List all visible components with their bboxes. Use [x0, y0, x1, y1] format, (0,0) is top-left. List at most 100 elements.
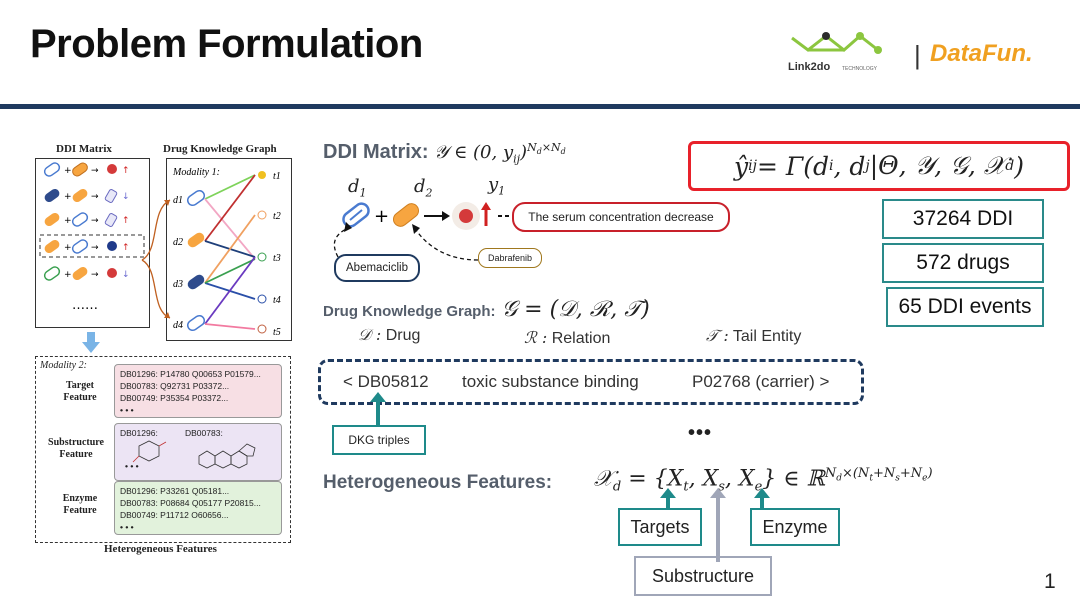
svg-text:+: +	[64, 270, 72, 280]
dkg-triple-box	[318, 359, 864, 405]
ddi-matrix-drawing: + → ↑ + → ↓ + → ↑	[39, 162, 145, 313]
enzyme-feature-box: DB01296: P33261 Q05181... DB00783: P0868…	[114, 481, 282, 535]
stat-ddi-count: 37264 DDI	[882, 199, 1044, 239]
plus-sign: +	[374, 206, 389, 227]
substructure-box: Substructure	[634, 556, 772, 596]
kg-ellipsis: •••	[688, 422, 713, 444]
substructure-dots: • • •	[125, 461, 139, 471]
hetero-pointer-arrows	[660, 488, 770, 562]
target-feature-box: DB01296: P14780 Q00653 P01579... DB00783…	[114, 364, 282, 418]
label-d1: d1	[348, 176, 367, 200]
drug-b-label: Dabrafenib	[487, 253, 533, 263]
logo-separator: |	[914, 40, 921, 70]
targets-box: Targets	[618, 508, 702, 546]
page-number: 1	[1044, 570, 1056, 593]
stat-event-count: 65 DDI events	[886, 287, 1044, 327]
kg-heading: Drug Knowledge Graph: 𝒢 = (𝒟, ℛ, 𝒯)	[323, 297, 650, 322]
kg-d2: d2	[173, 237, 183, 248]
ddi-example-drawing: +	[342, 202, 514, 230]
header-divider	[0, 104, 1080, 109]
target-dots: • • •	[120, 405, 134, 415]
link2do-logo: Link2do TECHNOLOGY	[788, 32, 882, 73]
kg-label: Drug Knowledge Graph:	[323, 303, 496, 320]
drug-pointer-arrows	[333, 222, 479, 261]
triple-relation: toxic substance binding	[462, 372, 639, 391]
drug-a-label: Abemaciclib	[346, 262, 408, 274]
svg-text:+: +	[64, 216, 72, 226]
svg-text:↑: ↑	[122, 166, 130, 176]
kg-formula: 𝒢 = (𝒟, ℛ, 𝒯)	[501, 297, 650, 322]
svg-text:→: →	[91, 243, 99, 253]
kg-d3: d3	[173, 279, 183, 290]
ddi-matrix-label: DDI Matrix:	[323, 141, 429, 163]
svg-text:↑: ↑	[122, 216, 130, 226]
kg-t3: t3	[273, 253, 281, 264]
datafun-logo: DataFun.	[930, 40, 1033, 67]
stat-drug-count: 572 drugs	[882, 243, 1044, 283]
svg-text:t1: t1	[273, 171, 281, 182]
enzyme-box: Enzyme	[750, 508, 840, 546]
ddi-matrix-panel: + → ↑ + → ↓ + → ↑	[35, 158, 150, 328]
target-row-2: DB00783: Q92731 P03372...	[120, 381, 230, 391]
molecule-1-icon	[132, 440, 167, 463]
hetero-formula: 𝒳d = {Xt, Xs, Xe} ∈ ℝNd×(Nt+Ns+Ne)	[594, 466, 933, 495]
svg-text:d1: d1	[173, 195, 183, 206]
svg-text:→: →	[91, 270, 99, 280]
kg-d4: d4	[173, 320, 183, 331]
svg-text:→: →	[91, 216, 99, 226]
enzyme-row-2: DB00783: P08684 Q05177 P20815...	[120, 498, 261, 508]
svg-text:d3: d3	[173, 279, 183, 290]
modality1-label: Modality 1:	[172, 167, 220, 178]
enzyme-row-1: DB01296: P33261 Q05181...	[120, 486, 230, 496]
svg-text:d2: d2	[173, 237, 183, 248]
svg-text:d4: d4	[173, 320, 183, 331]
link2do-name: Link2do	[788, 61, 830, 73]
substructure-feature-label: Substructure Feature	[48, 437, 104, 460]
kg-d1: d1	[173, 195, 183, 206]
slide-title: Problem Formulation	[30, 22, 423, 66]
down-arrow-icon	[82, 332, 100, 353]
target-feature-label: Target Feature	[63, 380, 97, 403]
kg-t1: t1	[273, 171, 281, 182]
hetero-features-title: Heterogeneous Features	[104, 543, 217, 555]
hetero-label: Heterogeneous Features:	[323, 472, 553, 493]
ddi-matrix-ellipsis: ……	[72, 298, 98, 313]
ddi-result-text: The serum concentration decrease	[528, 210, 714, 224]
ddi-matrix-formula: 𝒴 ∈ (0, yij)Nd×Nd	[434, 141, 566, 166]
kg-t2: t2	[273, 211, 281, 222]
target-row-3: DB00749: P35354 P03372...	[120, 393, 229, 403]
dkg-up-arrow-icon	[370, 392, 386, 426]
svg-text:→: →	[91, 166, 99, 176]
svg-text:+: +	[64, 192, 72, 202]
left-figure-arrows	[141, 199, 171, 319]
svg-text:↓: ↓	[122, 270, 130, 280]
svg-text:t3: t3	[273, 253, 281, 264]
modality2-label: Modality 2:	[40, 360, 87, 371]
dkg-triples-label-box: DKG triples	[332, 425, 426, 455]
enzyme-feature-label: Enzyme Feature	[62, 493, 98, 516]
svg-text:→: →	[91, 192, 99, 202]
svg-text:t5: t5	[273, 327, 281, 338]
ddi-matrix-heading: DDI Matrix: 𝒴 ∈ (0, yij)Nd×Nd	[323, 141, 566, 166]
label-y1: y1	[488, 174, 506, 198]
substructure-left-id: DB01296:	[120, 428, 158, 438]
svg-text:+: +	[64, 243, 72, 253]
ddi-matrix-title: DDI Matrix	[56, 143, 112, 155]
substructure-feature-box: DB01296: DB00783: • • •	[114, 423, 282, 481]
enzyme-row-3: DB00749: P11712 O60656...	[120, 510, 229, 520]
svg-text:↓: ↓	[122, 192, 130, 202]
drug-b-box: Dabrafenib	[478, 248, 542, 268]
label-d2: d2	[414, 176, 433, 200]
triple-tail: P02768 (carrier) >	[692, 372, 830, 391]
drug-a-box: Abemaciclib	[334, 254, 420, 282]
kg-panel: Modality 1: d1 d2 d3 d4 t1 t2 t3 t4 t5	[166, 158, 292, 341]
kg-legend-drug: 𝒟 : Drug	[358, 325, 421, 344]
svg-text:↑: ↑	[122, 243, 130, 253]
link2do-sub: TECHNOLOGY	[842, 66, 878, 72]
ddi-result-box: The serum concentration decrease	[512, 202, 730, 232]
kg-legend-tail: 𝒯 : Tail Entity	[706, 326, 802, 345]
triple-head: < DB05812	[343, 372, 429, 391]
kg-t5: t5	[273, 327, 281, 338]
molecule-2-icon	[198, 443, 256, 469]
